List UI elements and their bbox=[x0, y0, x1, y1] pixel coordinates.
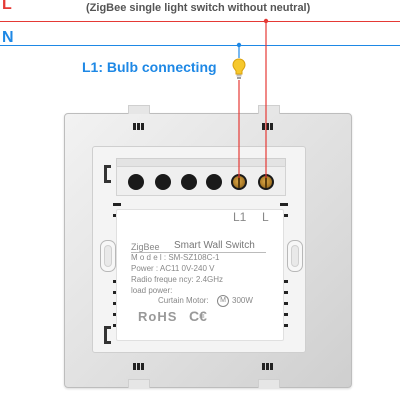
module-tick bbox=[280, 291, 288, 294]
label-divider bbox=[131, 252, 266, 253]
module-tick bbox=[280, 280, 288, 283]
rohs-mark: RoHS bbox=[138, 309, 178, 324]
device-label bbox=[116, 209, 284, 341]
terminal-L1-label: L1 bbox=[233, 210, 247, 224]
module-tick bbox=[280, 203, 288, 206]
plate-mark bbox=[141, 363, 144, 370]
module-tick bbox=[113, 203, 121, 206]
bracket-mark bbox=[104, 326, 111, 344]
terminal-screw bbox=[128, 174, 144, 190]
terminal-L-screw bbox=[258, 174, 274, 190]
curtain-power-text: 300W bbox=[232, 296, 253, 305]
terminal-L1-screw bbox=[231, 174, 247, 190]
module-tick bbox=[280, 324, 288, 327]
mounting-slot bbox=[100, 240, 116, 272]
plate-mark bbox=[262, 363, 265, 370]
bracket-mark bbox=[104, 165, 111, 183]
plate-mark bbox=[133, 123, 136, 130]
power-text: Power : AC11 0V-240 V bbox=[131, 264, 215, 273]
plate-tab bbox=[128, 105, 150, 114]
plate-tab bbox=[258, 105, 280, 114]
neutral-wire bbox=[0, 45, 400, 46]
motor-icon: M bbox=[217, 295, 229, 307]
module-tick bbox=[280, 313, 288, 316]
terminal-screw bbox=[155, 174, 171, 190]
mounting-slot bbox=[287, 240, 303, 272]
live-line-label: L bbox=[2, 0, 12, 13]
plate-mark bbox=[270, 123, 273, 130]
plate-mark bbox=[270, 363, 273, 370]
plate-mark bbox=[137, 123, 140, 130]
plate-mark bbox=[266, 123, 269, 130]
brand-name: ZigBee bbox=[131, 242, 160, 252]
module-tick bbox=[280, 302, 288, 305]
plate-tab bbox=[258, 379, 280, 388]
bulb-icon bbox=[232, 58, 246, 79]
terminal-L-label: L bbox=[262, 210, 269, 224]
plate-mark bbox=[141, 123, 144, 130]
curtain-motor-text: Curtain Motor: bbox=[158, 296, 209, 305]
product-name: Smart Wall Switch bbox=[174, 240, 255, 251]
ce-mark: C€ bbox=[189, 308, 207, 324]
plate-mark bbox=[266, 363, 269, 370]
terminal-screw bbox=[181, 174, 197, 190]
radio-frequency-text: Radio freque ncy: 2.4GHz bbox=[131, 275, 224, 284]
diagram-subtitle: (ZigBee single light switch without neut… bbox=[86, 2, 311, 14]
terminal-screw bbox=[206, 174, 222, 190]
module-tick bbox=[280, 214, 288, 217]
neutral-line-label: N bbox=[2, 29, 14, 46]
plate-mark bbox=[133, 363, 136, 370]
model-text: M o d e l : SM-SZ108C-1 bbox=[131, 253, 220, 262]
terminal-block bbox=[116, 166, 286, 196]
plate-tab bbox=[128, 379, 150, 388]
load-power-text: load power: bbox=[131, 286, 173, 295]
load-label: L1: Bulb connecting bbox=[82, 59, 217, 75]
plate-mark bbox=[137, 363, 140, 370]
plate-mark bbox=[262, 123, 265, 130]
live-wire bbox=[0, 21, 400, 22]
